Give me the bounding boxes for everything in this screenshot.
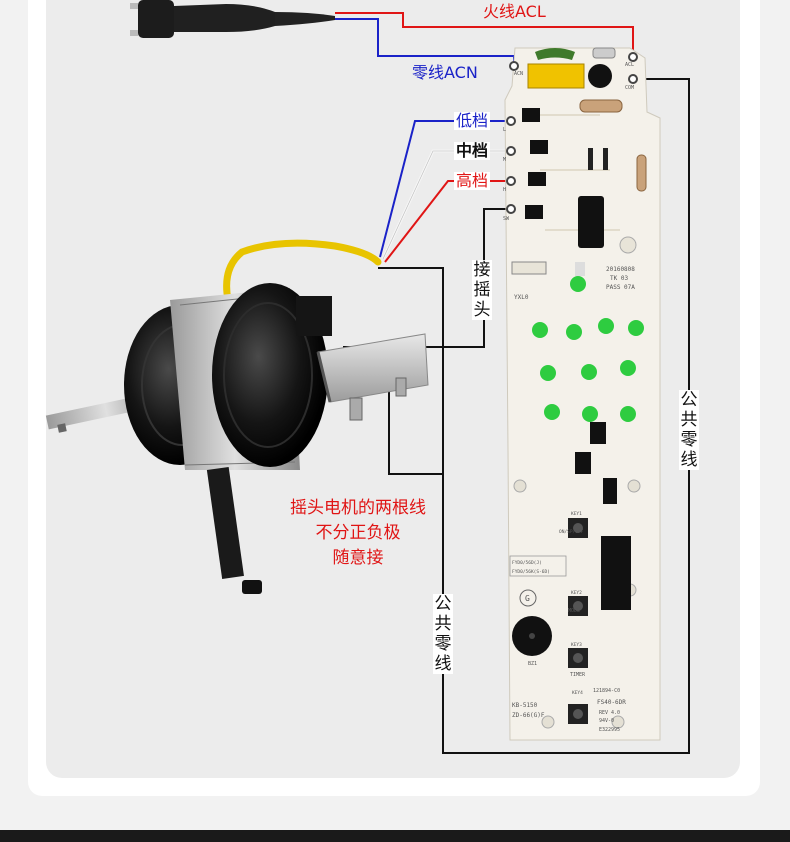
pcb-key-4	[568, 704, 588, 724]
oscillate-label: 接摇头	[472, 260, 492, 320]
pcb-key-3-id: KEY3	[571, 642, 582, 648]
live-label: 火线ACL	[483, 2, 546, 21]
pcb-brand: YXL0	[514, 294, 529, 301]
pcb-key-3-label: TIMER	[570, 672, 586, 678]
pcb-key-1-label: ON/SP/OFF	[559, 529, 584, 535]
oscillate-motor-note: 摇头电机的两根线 不分正负极 随意接	[268, 496, 448, 571]
bottom-bar	[0, 830, 790, 842]
neutral-wire	[335, 18, 515, 64]
pcb-model-a: KB-5150	[512, 702, 538, 709]
pcb-g-mark: G	[525, 594, 530, 603]
low-speed-label: 低档	[454, 111, 491, 130]
mid-speed-label: 中档	[454, 141, 491, 160]
high-speed-wire	[384, 180, 512, 263]
pcb-key-2	[568, 596, 588, 616]
live-wire	[335, 12, 634, 52]
motor-yellow-lead	[223, 239, 382, 304]
common-neutral-wire	[378, 78, 690, 754]
pcb-cert: 94V-0	[599, 718, 614, 724]
pcb-key-1	[568, 518, 588, 538]
common-neutral-label-right: 公共零线	[679, 390, 699, 470]
pcb-tk: TK 03	[610, 275, 628, 282]
pcb-model-b: ZD-66(G)F	[512, 712, 545, 719]
pcb-board: ACN ACL COM L M H SW 20160808 TK 03 PASS…	[503, 47, 661, 741]
pcb-rev: REV 4.0	[599, 710, 620, 716]
pcb-key-1-id: KEY1	[571, 511, 582, 517]
low-speed-wire	[379, 120, 512, 258]
note-line-2: 不分正负极	[315, 523, 401, 543]
pcb-ul: E322995	[599, 727, 620, 733]
pcb-board-model: FS40-6DR	[597, 699, 626, 706]
pcb-fy-1: FYD0/56D(J)	[512, 560, 542, 566]
pcb-board-id: 121894-C0	[593, 688, 620, 694]
led-grid	[532, 276, 644, 422]
pcb-pin-l: L	[503, 127, 506, 133]
pcb-pin-sw: SW	[503, 216, 510, 222]
pcb-key-2-id: KEY2	[571, 590, 582, 596]
pcb-fy-2: FYD0/56K(S-6D)	[512, 569, 550, 575]
oscillate-wire-b	[388, 375, 443, 475]
pcb-key-2-label: MODE	[568, 608, 580, 614]
fan-motor	[45, 283, 429, 594]
high-speed-label: 高档	[454, 171, 491, 190]
note-line-1: 摇头电机的两根线	[290, 498, 426, 518]
pcb-key-3	[568, 648, 588, 668]
pcb-pin-m: M	[503, 157, 506, 163]
pcb-pin-h: H	[503, 187, 506, 193]
common-neutral-label-left: 公共零线	[433, 594, 453, 674]
pcb-pass: PASS 07A	[606, 284, 635, 291]
power-plug	[130, 0, 335, 38]
pcb-date: 20160808	[606, 266, 635, 273]
pcb-pin-acl: ACL	[625, 62, 634, 68]
pcb-key-4-id: KEY4	[572, 690, 583, 696]
pcb-pin-com: COM	[625, 85, 634, 91]
pcb-bz: BZ1	[528, 661, 537, 667]
pcb-pin-acn: ACN	[514, 71, 523, 77]
note-line-3: 随意接	[332, 548, 384, 568]
neutral-in-label: 零线ACN	[412, 63, 478, 82]
